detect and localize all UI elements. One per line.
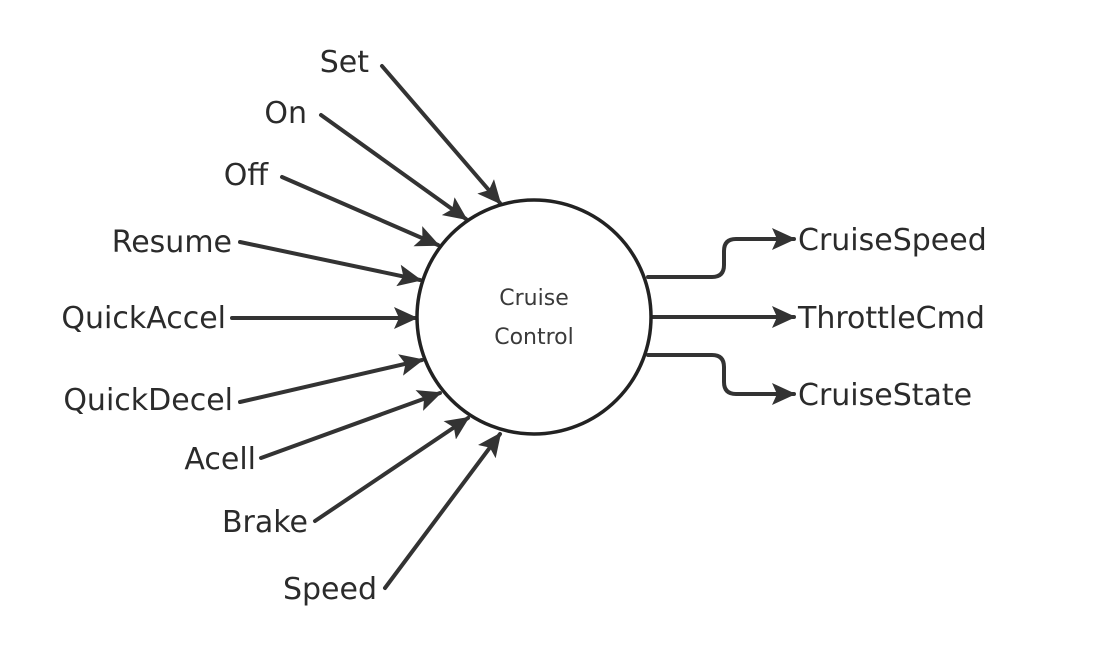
- output-label-throttlecmd: ThrottleCmd: [797, 301, 985, 336]
- edge-acell: [259, 390, 442, 460]
- edge-cruisespeed: [646, 228, 796, 279]
- edge-speed: [383, 432, 502, 590]
- input-label-on: On: [264, 96, 307, 131]
- edge-brake: [313, 416, 470, 523]
- output-label-cruisestate: CruiseState: [798, 378, 972, 413]
- edge-cruisestate: [646, 353, 796, 405]
- process-label-line1: Cruise: [499, 286, 568, 311]
- input-label-set: Set: [320, 45, 370, 80]
- edge-set: [380, 64, 502, 205]
- process-label-line2: Control: [494, 325, 574, 350]
- input-label-off: Off: [224, 158, 270, 193]
- input-label-brake: Brake: [222, 505, 308, 540]
- edge-resume: [238, 240, 422, 287]
- process-circle: [415, 198, 653, 436]
- edge-off: [280, 175, 440, 247]
- output-label-cruisespeed: CruiseSpeed: [798, 223, 987, 258]
- input-label-acell: Acell: [184, 442, 256, 477]
- edge-quickdecel: [238, 354, 424, 404]
- input-label-quickaccel: QuickAccel: [61, 301, 226, 336]
- input-label-quickdecel: QuickDecel: [63, 383, 233, 418]
- input-label-speed: Speed: [283, 572, 377, 607]
- edge-on: [319, 113, 468, 221]
- input-label-resume: Resume: [112, 225, 232, 260]
